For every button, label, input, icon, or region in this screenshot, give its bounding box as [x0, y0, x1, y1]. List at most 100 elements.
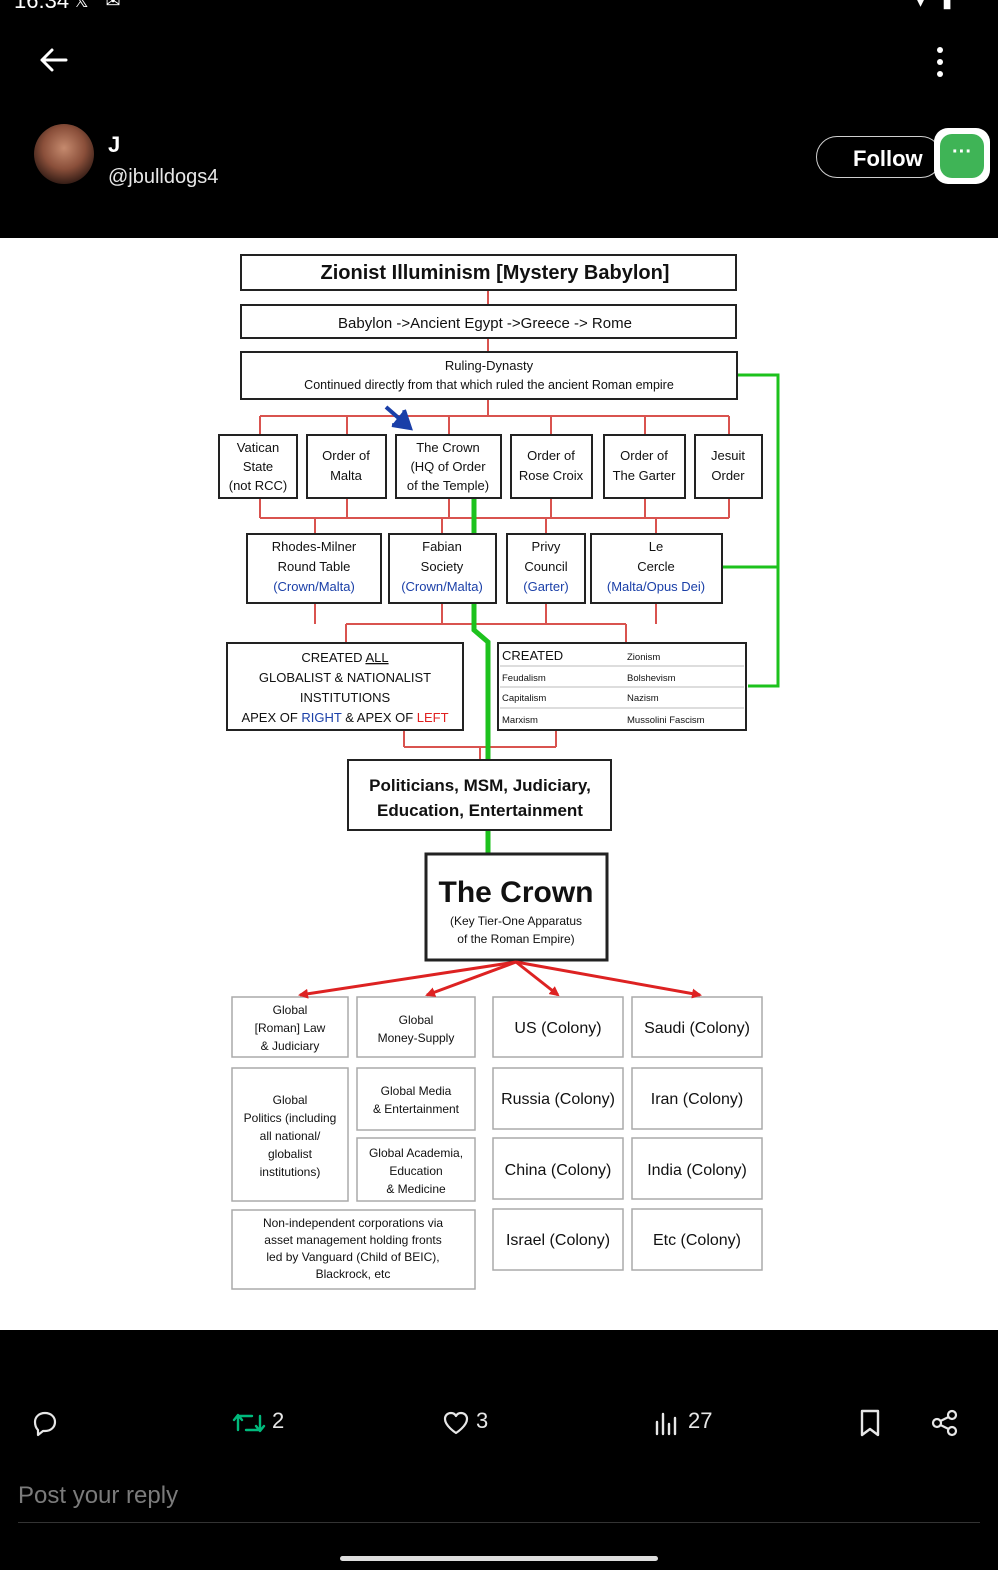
- author-handle[interactable]: @jbulldogs4: [108, 166, 219, 188]
- like-icon[interactable]: [442, 1410, 470, 1436]
- colony-label: China (Colony): [505, 1162, 612, 1179]
- bookmark-icon[interactable]: [858, 1408, 882, 1438]
- colony-label: Etc (Colony): [653, 1232, 741, 1249]
- order-label: of the Temple): [407, 478, 489, 493]
- green-connectors: [471, 373, 780, 854]
- author-name[interactable]: J: [108, 132, 121, 157]
- colony-label: Saudi (Colony): [644, 1020, 750, 1037]
- apparatus-label: & Judiciary: [261, 1039, 320, 1053]
- svg-text:APEX OF RIGHT & APEX OF LEFT: APEX OF RIGHT & APEX OF LEFT: [241, 710, 448, 725]
- created-all-text: INSTITUTIONS: [300, 690, 391, 705]
- order-label: Order of: [527, 448, 575, 463]
- repost-icon[interactable]: [232, 1408, 266, 1438]
- ruling-dynasty-subtitle: Continued directly from that which ruled…: [304, 378, 674, 392]
- created-all-emph: ALL: [365, 650, 388, 665]
- order-label: (not RCC): [229, 478, 288, 493]
- corporations-label: Non-independent corporations via: [263, 1216, 443, 1230]
- order-label: (HQ of Order: [410, 459, 486, 474]
- colony-labels: US (Colony) Saudi (Colony) Russia (Colon…: [501, 1020, 750, 1249]
- views-icon[interactable]: [654, 1410, 678, 1436]
- home-indicator[interactable]: [340, 1556, 658, 1561]
- apparatus-label: Global: [273, 1003, 308, 1017]
- apparatus-label: [Roman] Law: [255, 1021, 326, 1035]
- apex-left: LEFT: [417, 710, 449, 725]
- overlay-menu-button[interactable]: ···: [934, 128, 990, 184]
- society-affiliation: (Malta/Opus Dei): [607, 579, 705, 594]
- status-bar: 16:34 𝕏 ✉ ▾ ▮: [0, 0, 998, 18]
- politicians-text: Politicians, MSM, Judiciary,: [369, 776, 591, 795]
- apparatus-label: Money-Supply: [378, 1031, 455, 1045]
- colony-label: India (Colony): [647, 1162, 747, 1179]
- order-label: State: [243, 459, 273, 474]
- views-count[interactable]: 27: [688, 1408, 713, 1433]
- crown-subtitle: (Key Tier-One Apparatus: [450, 914, 582, 928]
- colony-label: Israel (Colony): [506, 1232, 610, 1249]
- society-label: Le: [649, 539, 663, 554]
- back-arrow-icon[interactable]: [36, 42, 72, 78]
- orders-row: Vatican State (not RCC) Order of Malta T…: [229, 440, 746, 493]
- follow-button[interactable]: Follow: [816, 136, 942, 178]
- ism-item: Nazism: [627, 693, 659, 704]
- crown-subtitle: of the Roman Empire): [457, 932, 574, 946]
- order-label: Order: [711, 468, 745, 483]
- ruling-dynasty-title: Ruling-Dynasty: [445, 358, 534, 373]
- apparatus-label: & Medicine: [386, 1182, 446, 1196]
- society-label: Fabian: [422, 539, 462, 554]
- system-icons: ▾ ▮: [916, 0, 958, 11]
- apparatus-label: Global: [399, 1013, 434, 1027]
- ism-item: Zionism: [627, 652, 660, 663]
- apparatus-label: Global: [273, 1093, 308, 1107]
- order-label: Order of: [620, 448, 668, 463]
- diagram-title: Zionist Illuminism [Mystery Babylon]: [321, 262, 670, 284]
- apparatus-label: Global Media: [381, 1084, 452, 1098]
- more-options-icon[interactable]: [928, 42, 952, 82]
- crown-title: The Crown: [439, 876, 594, 909]
- status-time: 16:34: [14, 0, 70, 13]
- society-label: Society: [421, 559, 464, 574]
- ism-item: Marxism: [502, 715, 538, 726]
- apex-text: APEX OF: [241, 710, 301, 725]
- society-affiliation: (Crown/Malta): [273, 579, 355, 594]
- corporations-label: Blackrock, etc: [316, 1267, 391, 1281]
- repost-count[interactable]: 2: [272, 1408, 285, 1433]
- society-label: Round Table: [278, 559, 351, 574]
- svg-text:CREATED ALL: CREATED ALL: [301, 650, 388, 665]
- apparatus-label: all national/: [260, 1129, 321, 1143]
- order-label: The Garter: [613, 468, 677, 483]
- colony-label: US (Colony): [514, 1020, 601, 1037]
- avatar[interactable]: [34, 124, 94, 184]
- order-label: Jesuit: [711, 448, 745, 463]
- dots-icon: ···: [940, 134, 984, 178]
- societies-row: Rhodes-Milner Round Table (Crown/Malta) …: [272, 539, 705, 594]
- follow-label: Follow: [853, 146, 923, 171]
- order-label: Vatican: [237, 440, 279, 455]
- society-label: Council: [524, 559, 567, 574]
- society-label: Cercle: [637, 559, 675, 574]
- reply-underline: [18, 1522, 980, 1523]
- society-label: Rhodes-Milner: [272, 539, 357, 554]
- order-label: The Crown: [416, 440, 480, 455]
- order-label: Rose Croix: [519, 468, 584, 483]
- reply-icon[interactable]: [30, 1408, 60, 1438]
- created-all-text: GLOBALIST & NATIONALIST: [259, 670, 431, 685]
- apparatus-boxes: [231, 996, 763, 1290]
- society-affiliation: (Garter): [523, 579, 569, 594]
- lineage-text: Babylon ->Ancient Egypt ->Greece -> Rome: [338, 315, 632, 332]
- ism-item: Bolshevism: [627, 673, 676, 684]
- reply-input[interactable]: Post your reply: [18, 1482, 179, 1509]
- society-affiliation: (Crown/Malta): [401, 579, 483, 594]
- isms-rules: [500, 665, 744, 709]
- colony-label: Iran (Colony): [651, 1091, 743, 1108]
- society-label: Privy: [532, 539, 561, 554]
- apparatus-label: & Entertainment: [373, 1102, 460, 1116]
- apparatus-label: Education: [389, 1164, 442, 1178]
- order-label: Malta: [330, 468, 363, 483]
- crown-arrows: [298, 960, 702, 999]
- politicians-text: Education, Entertainment: [377, 801, 583, 820]
- ism-item: Capitalism: [502, 693, 546, 704]
- share-icon[interactable]: [930, 1408, 960, 1438]
- like-count[interactable]: 3: [476, 1408, 489, 1433]
- apex-text: & APEX OF: [342, 710, 417, 725]
- corporations-label: led by Vanguard (Child of BEIC),: [266, 1250, 439, 1264]
- apparatus-label: Global Academia,: [369, 1146, 463, 1160]
